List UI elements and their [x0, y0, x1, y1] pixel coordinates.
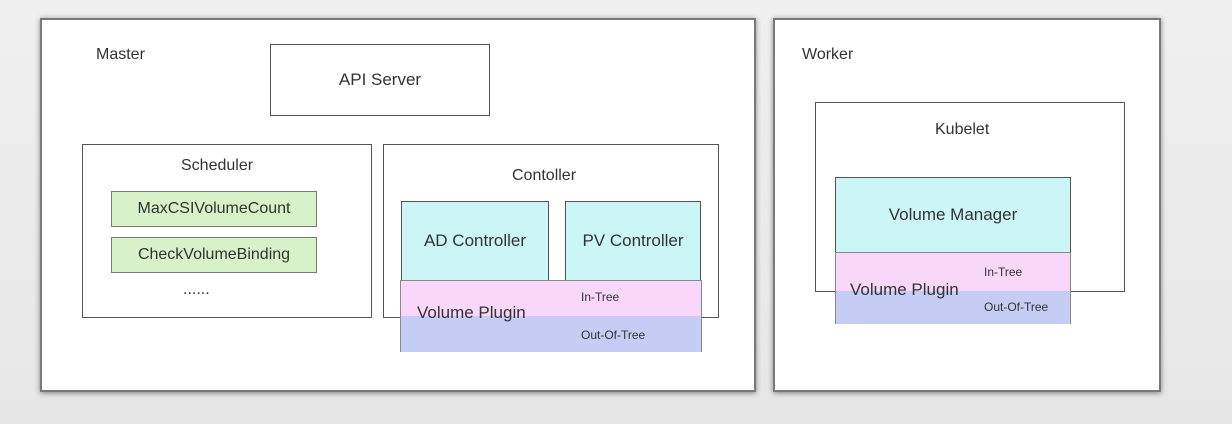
scheduler-more-ellipsis: ......	[183, 281, 210, 298]
ad-controller-box: AD Controller	[401, 201, 549, 281]
controller-title: Contoller	[512, 167, 577, 184]
master-volume-plugin-box: Volume Plugin In-Tree Out-Of-Tree	[400, 280, 702, 352]
scheduler-plugin-label: MaxCSIVolumeCount	[137, 200, 291, 217]
scheduler-title: Scheduler	[181, 157, 254, 174]
scheduler-box: Scheduler MaxCSIVolumeCount CheckVolumeB…	[82, 144, 372, 318]
out-of-tree-band	[836, 291, 1070, 324]
in-tree-band	[836, 253, 1070, 291]
in-tree-band	[401, 281, 701, 316]
worker-volume-plugin-label: Volume Plugin	[850, 280, 959, 299]
ad-controller-label: AD Controller	[423, 231, 527, 250]
pv-controller-box: PV Controller	[565, 201, 701, 281]
scheduler-plugin-max-csi-volume-count: MaxCSIVolumeCount	[111, 191, 317, 227]
api-server-label: API Server	[338, 70, 422, 89]
worker-panel: Worker Kubelet Volume Manager Volume Plu…	[773, 18, 1161, 392]
master-volume-plugin-label: Volume Plugin	[417, 303, 526, 322]
out-of-tree-band	[401, 316, 701, 352]
worker-out-of-tree-label: Out-Of-Tree	[984, 300, 1049, 314]
volume-manager-box: Volume Manager	[835, 177, 1071, 253]
worker-in-tree-label: In-Tree	[984, 265, 1023, 279]
kubelet-title: Kubelet	[935, 121, 990, 138]
api-server-box: API Server	[270, 44, 490, 116]
worker-volume-plugin-box: Volume Plugin In-Tree Out-Of-Tree	[835, 252, 1071, 324]
scheduler-plugin-label: CheckVolumeBinding	[137, 246, 291, 263]
master-in-tree-label: In-Tree	[581, 290, 620, 304]
master-out-of-tree-label: Out-Of-Tree	[581, 328, 646, 342]
master-panel: Master API Server Scheduler MaxCSIVolume…	[40, 18, 756, 392]
volume-manager-label: Volume Manager	[888, 205, 1018, 224]
scheduler-plugin-check-volume-binding: CheckVolumeBinding	[111, 237, 317, 273]
master-title: Master	[96, 46, 145, 63]
pv-controller-label: PV Controller	[582, 231, 684, 250]
worker-title: Worker	[802, 46, 854, 63]
